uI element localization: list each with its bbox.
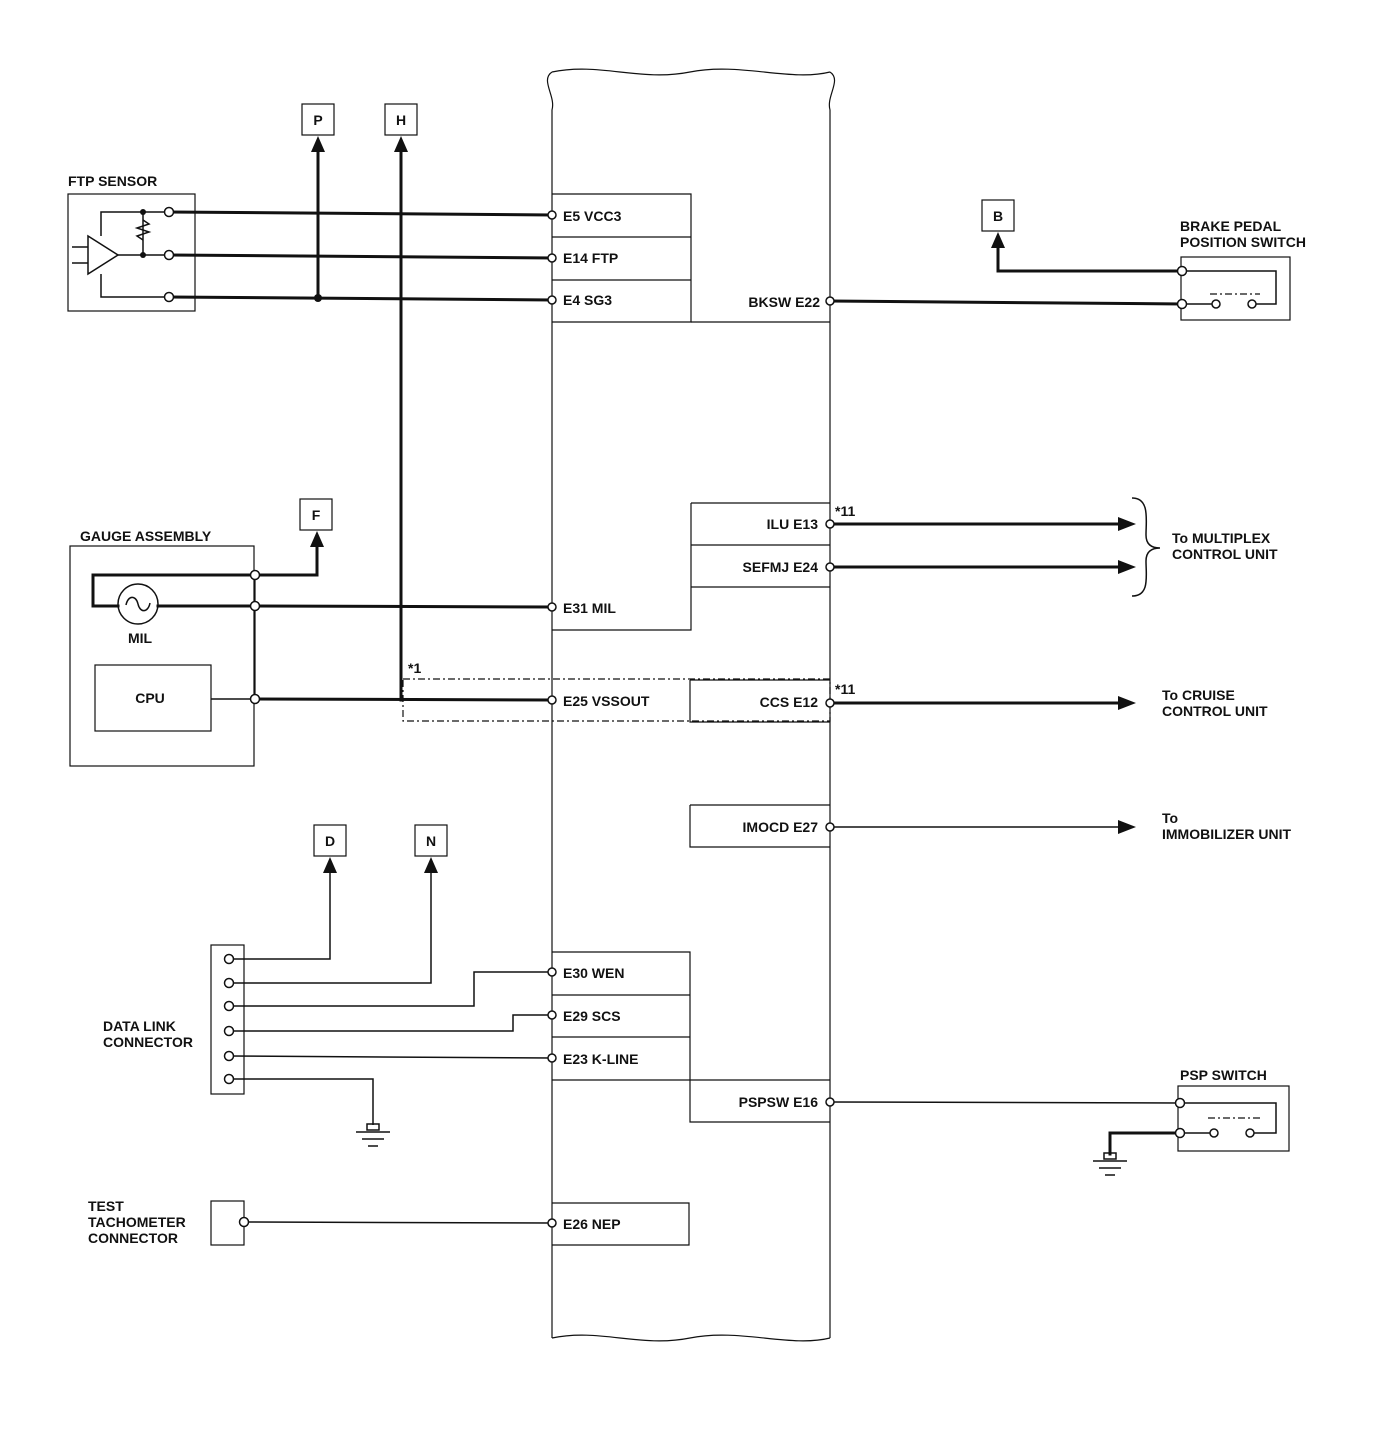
cpu-box	[94, 664, 212, 732]
pin-e26-nep: E26 NEP	[563, 1216, 621, 1232]
pin-ccs-e12: CCS E12	[760, 694, 819, 710]
ref-d-label: D	[325, 833, 335, 849]
tach-label-1: TEST	[88, 1198, 124, 1214]
ref-p-label: P	[313, 112, 322, 128]
psp-switch-label: PSP SWITCH	[1180, 1067, 1267, 1083]
pin-pspsw-e16: PSPSW E16	[739, 1094, 819, 1110]
brake-switch-label-2: POSITION SWITCH	[1180, 234, 1306, 250]
multiplex-label-1: To MULTIPLEX	[1172, 530, 1271, 546]
pin-e25-vssout: E25 VSSOUT	[563, 693, 650, 709]
wire-brake-ref-b	[996, 246, 1184, 273]
dlc-label-2: CONNECTOR	[103, 1034, 193, 1050]
tach-label-3: CONNECTOR	[88, 1230, 178, 1246]
ref-p-connector	[301, 103, 335, 300]
wire-bksw	[828, 299, 1184, 306]
ref-h-connector	[384, 103, 418, 702]
pin-e14-ftp: E14 FTP	[563, 250, 618, 266]
ref-d-connector	[229, 824, 347, 960]
tach-label-2: TACHOMETER	[88, 1214, 186, 1230]
wire-dlc-ground	[229, 1078, 374, 1125]
wire-scs	[229, 1014, 552, 1032]
wire-wen	[229, 971, 552, 1007]
ref-b-label: B	[993, 208, 1003, 224]
wire-vcc3	[167, 210, 554, 217]
multiplex-label-2: CONTROL UNIT	[1172, 546, 1278, 562]
wire-imocd	[830, 820, 1136, 834]
ref-f-label: F	[312, 507, 321, 523]
wire-psp-ground	[1108, 1131, 1182, 1156]
wire-sg3	[167, 295, 554, 302]
cruise-label-1: To CRUISE	[1162, 687, 1235, 703]
wire-ccs	[828, 696, 1136, 710]
ref-f-connector	[253, 498, 333, 577]
wire-kline	[228, 1055, 553, 1059]
pin-ilu-e13: ILU E13	[767, 516, 819, 532]
pin-e30-wen: E30 WEN	[563, 965, 624, 981]
ftp-sensor	[67, 193, 196, 312]
pin-sefmj-e24: SEFMJ E24	[743, 559, 819, 575]
ref-n-connector	[229, 824, 448, 984]
ecm-pin-boxes-left	[552, 193, 830, 1246]
pin-imocd-e27: IMOCD E27	[743, 819, 819, 835]
multiplex-brace	[1131, 497, 1161, 597]
wire-ftp	[167, 253, 554, 260]
mil-label: MIL	[128, 630, 153, 646]
wire-nep	[243, 1221, 553, 1224]
wire-mil	[253, 604, 554, 609]
brake-switch-label-1: BRAKE PEDAL	[1180, 218, 1282, 234]
gauge-assembly	[69, 545, 257, 767]
cpu-label: CPU	[135, 690, 165, 706]
pin-e4-sg3: E4 SG3	[563, 292, 612, 308]
note-11-ccs: *11	[835, 681, 855, 697]
pin-e23-kline: E23 K-LINE	[563, 1051, 638, 1067]
wire-pspsw	[829, 1101, 1181, 1104]
pin-bksw-e22: BKSW E22	[748, 294, 820, 310]
note-1-label: *1	[408, 660, 421, 676]
pin-e5-vcc3: E5 VCC3	[563, 208, 622, 224]
wire-ilu	[828, 517, 1136, 531]
ref-b-connector	[981, 199, 1015, 248]
pin-e29-scs: E29 SCS	[563, 1008, 621, 1024]
immobilizer-label-1: To	[1162, 810, 1178, 826]
ref-n-label: N	[426, 833, 436, 849]
data-link-connector	[210, 944, 245, 1095]
ground-icon-psp	[1093, 1152, 1127, 1176]
cruise-label-2: CONTROL UNIT	[1162, 703, 1268, 719]
pin-e31-mil: E31 MIL	[563, 600, 616, 616]
immobilizer-label-2: IMMOBILIZER UNIT	[1162, 826, 1292, 842]
ground-icon	[356, 1123, 390, 1147]
brake-pedal-position-switch	[1180, 256, 1291, 321]
ecm-body	[546, 68, 836, 1342]
wire-sefmj	[828, 560, 1136, 574]
note-1-region	[402, 678, 831, 722]
note-11-ilu: *11	[835, 503, 855, 519]
ref-h-label: H	[396, 112, 406, 128]
gauge-assembly-label: GAUGE ASSEMBLY	[80, 528, 212, 544]
ftp-sensor-label: FTP SENSOR	[68, 173, 157, 189]
psp-switch	[1177, 1085, 1290, 1152]
dlc-label-1: DATA LINK	[103, 1018, 176, 1034]
